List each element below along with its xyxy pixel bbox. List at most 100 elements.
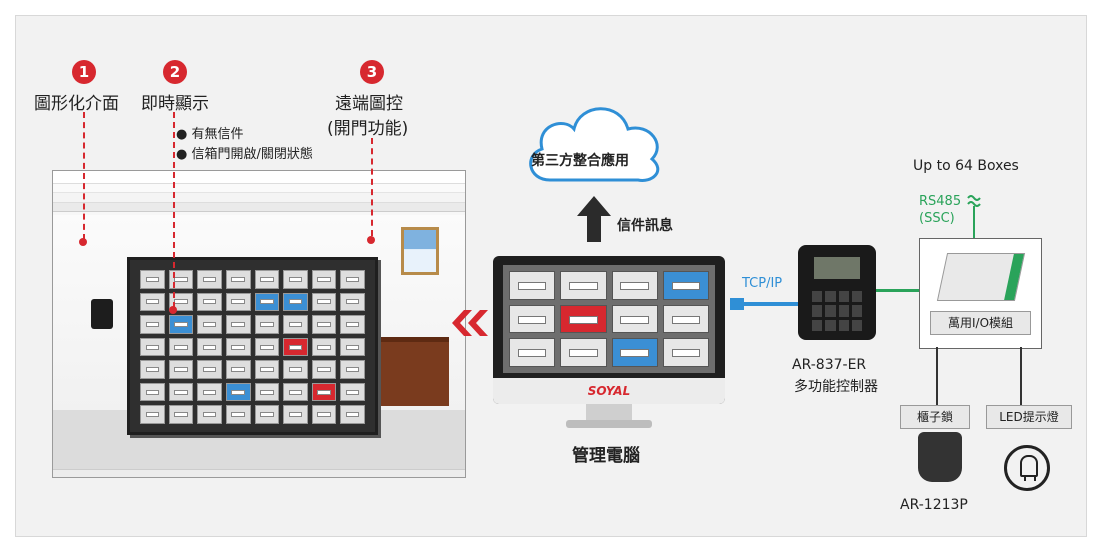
monitor-label: 管理電腦: [572, 446, 640, 466]
feature-3-subtitle: (開門功能): [327, 119, 409, 139]
management-monitor: SOYAL: [493, 256, 725, 404]
monitor-mailbox-slot: [662, 338, 709, 367]
feature-2-number: 2: [163, 60, 187, 84]
feature-3-title: 遠端圖控: [335, 94, 403, 114]
lock-wire: [936, 347, 938, 407]
callout-dot-3: [367, 236, 375, 244]
mailbox-slot: [140, 292, 165, 312]
io-module-panel: 萬用I/O模組: [919, 238, 1042, 349]
mailbox-slot: [254, 270, 280, 289]
monitor-mailbox-grid: [509, 271, 709, 367]
window-tabs: [53, 203, 465, 212]
network-cable-icon: [730, 298, 798, 310]
mailbox-slot: [168, 337, 194, 357]
mailbox-slot: [197, 337, 222, 357]
mailbox-slot: [197, 292, 222, 312]
rs485-link-line: [876, 289, 920, 292]
feature-1-title: 圖形化介面: [34, 94, 119, 114]
callout-line-3: [371, 138, 373, 236]
mailbox-slot: [283, 270, 308, 289]
mailbox-slot: [254, 315, 280, 334]
wall-picture: [401, 227, 439, 275]
controller-lcd: [814, 257, 860, 279]
mailbox-slot: [225, 270, 251, 289]
mailbox-slot: [283, 405, 308, 424]
mailbox-slot: [140, 360, 165, 379]
mailbox-slot: [311, 315, 337, 334]
feature-1-number: 1: [72, 60, 96, 84]
cabinet-lock-icon: [918, 432, 962, 482]
mailbox-slot: [283, 315, 308, 334]
monitor-mailbox-slot: [662, 271, 709, 300]
monitor-mailbox-slot: [611, 304, 658, 334]
lock-label: 櫃子鎖: [900, 405, 970, 429]
monitor-chin: SOYAL: [493, 378, 725, 404]
monitor-mailbox-slot: [560, 338, 607, 367]
mailbox-slot: [168, 360, 194, 379]
led-bulb-icon: [1004, 445, 1050, 491]
mailbox-slot: [340, 360, 365, 379]
monitor-mailbox-slot: [662, 304, 709, 334]
mailbox-slot: [283, 382, 308, 402]
cloud-label: 第三方整合應用: [531, 153, 629, 169]
led-wire: [1020, 347, 1022, 407]
mailbox-slot: [283, 292, 308, 312]
monitor-mailbox-slot: [560, 271, 607, 300]
window-toolbar: [53, 193, 465, 203]
feature-2-bullet: ● 有無信件: [176, 127, 244, 142]
feature-2-bullet: ● 信箱門開啟/關閉狀態: [176, 147, 313, 162]
window-titlebar: [53, 171, 465, 184]
mailbox-slot: [311, 292, 337, 312]
feature-3-number: 3: [360, 60, 384, 84]
mailbox-slot: [225, 382, 251, 402]
monitor-mailbox-slot: [560, 304, 607, 334]
mailbox-slot: [311, 270, 337, 289]
mailbox-slot: [197, 315, 222, 334]
mailbox-slot: [311, 360, 337, 379]
mailbox-slot: [311, 405, 337, 424]
double-chevron-left-icon: [452, 310, 488, 336]
link-label: TCP/IP: [742, 276, 783, 291]
io-module-label: 萬用I/O模組: [930, 311, 1031, 335]
mailbox-slot: [254, 382, 280, 402]
monitor-base: [566, 420, 652, 428]
callout-line-2: [173, 112, 175, 308]
mailbox-slot: [225, 315, 251, 334]
mailbox-cabinet: [127, 257, 378, 435]
monitor-mailbox-slot: [611, 338, 658, 367]
mailbox-grid: [140, 270, 365, 424]
monitor-mailbox-slot: [509, 338, 556, 367]
mailbox-slot: [168, 382, 194, 402]
mailbox-slot: [168, 405, 194, 424]
signal-wave-icon: [967, 195, 981, 238]
monitor-mailbox-slot: [509, 271, 556, 300]
mailbox-slot: [140, 382, 165, 402]
lock-model: AR-1213P: [900, 497, 968, 513]
mailbox-slot: [225, 405, 251, 424]
mailbox-slot: [340, 405, 365, 424]
access-controller: [798, 245, 876, 340]
callout-line-1: [83, 112, 85, 240]
mailbox-slot: [340, 270, 365, 289]
mailbox-slot: [340, 382, 365, 402]
mailbox-slot: [254, 337, 280, 357]
up-arrow-icon: [577, 196, 611, 242]
mailbox-slot: [283, 337, 308, 357]
io-module-icon: [936, 253, 1026, 301]
rs485-label: RS485: [919, 194, 962, 209]
feature-2-title: 即時顯示: [141, 94, 209, 114]
monitor-screen: [503, 265, 715, 373]
mailbox-slot: [254, 360, 280, 379]
mailbox-slot: [311, 382, 337, 402]
mailbox-slot: [168, 315, 194, 334]
mailbox-slot: [340, 292, 365, 312]
mailbox-slot: [197, 405, 222, 424]
mailbox-slot: [140, 405, 165, 424]
card-reader-icon: [91, 299, 113, 329]
mailbox-slot: [197, 360, 222, 379]
software-screenshot: [52, 170, 466, 478]
mailbox-slot: [140, 315, 165, 334]
monitor-mailbox-slot: [509, 304, 556, 334]
mailbox-slot: [140, 270, 165, 289]
mailbox-slot: [225, 360, 251, 379]
